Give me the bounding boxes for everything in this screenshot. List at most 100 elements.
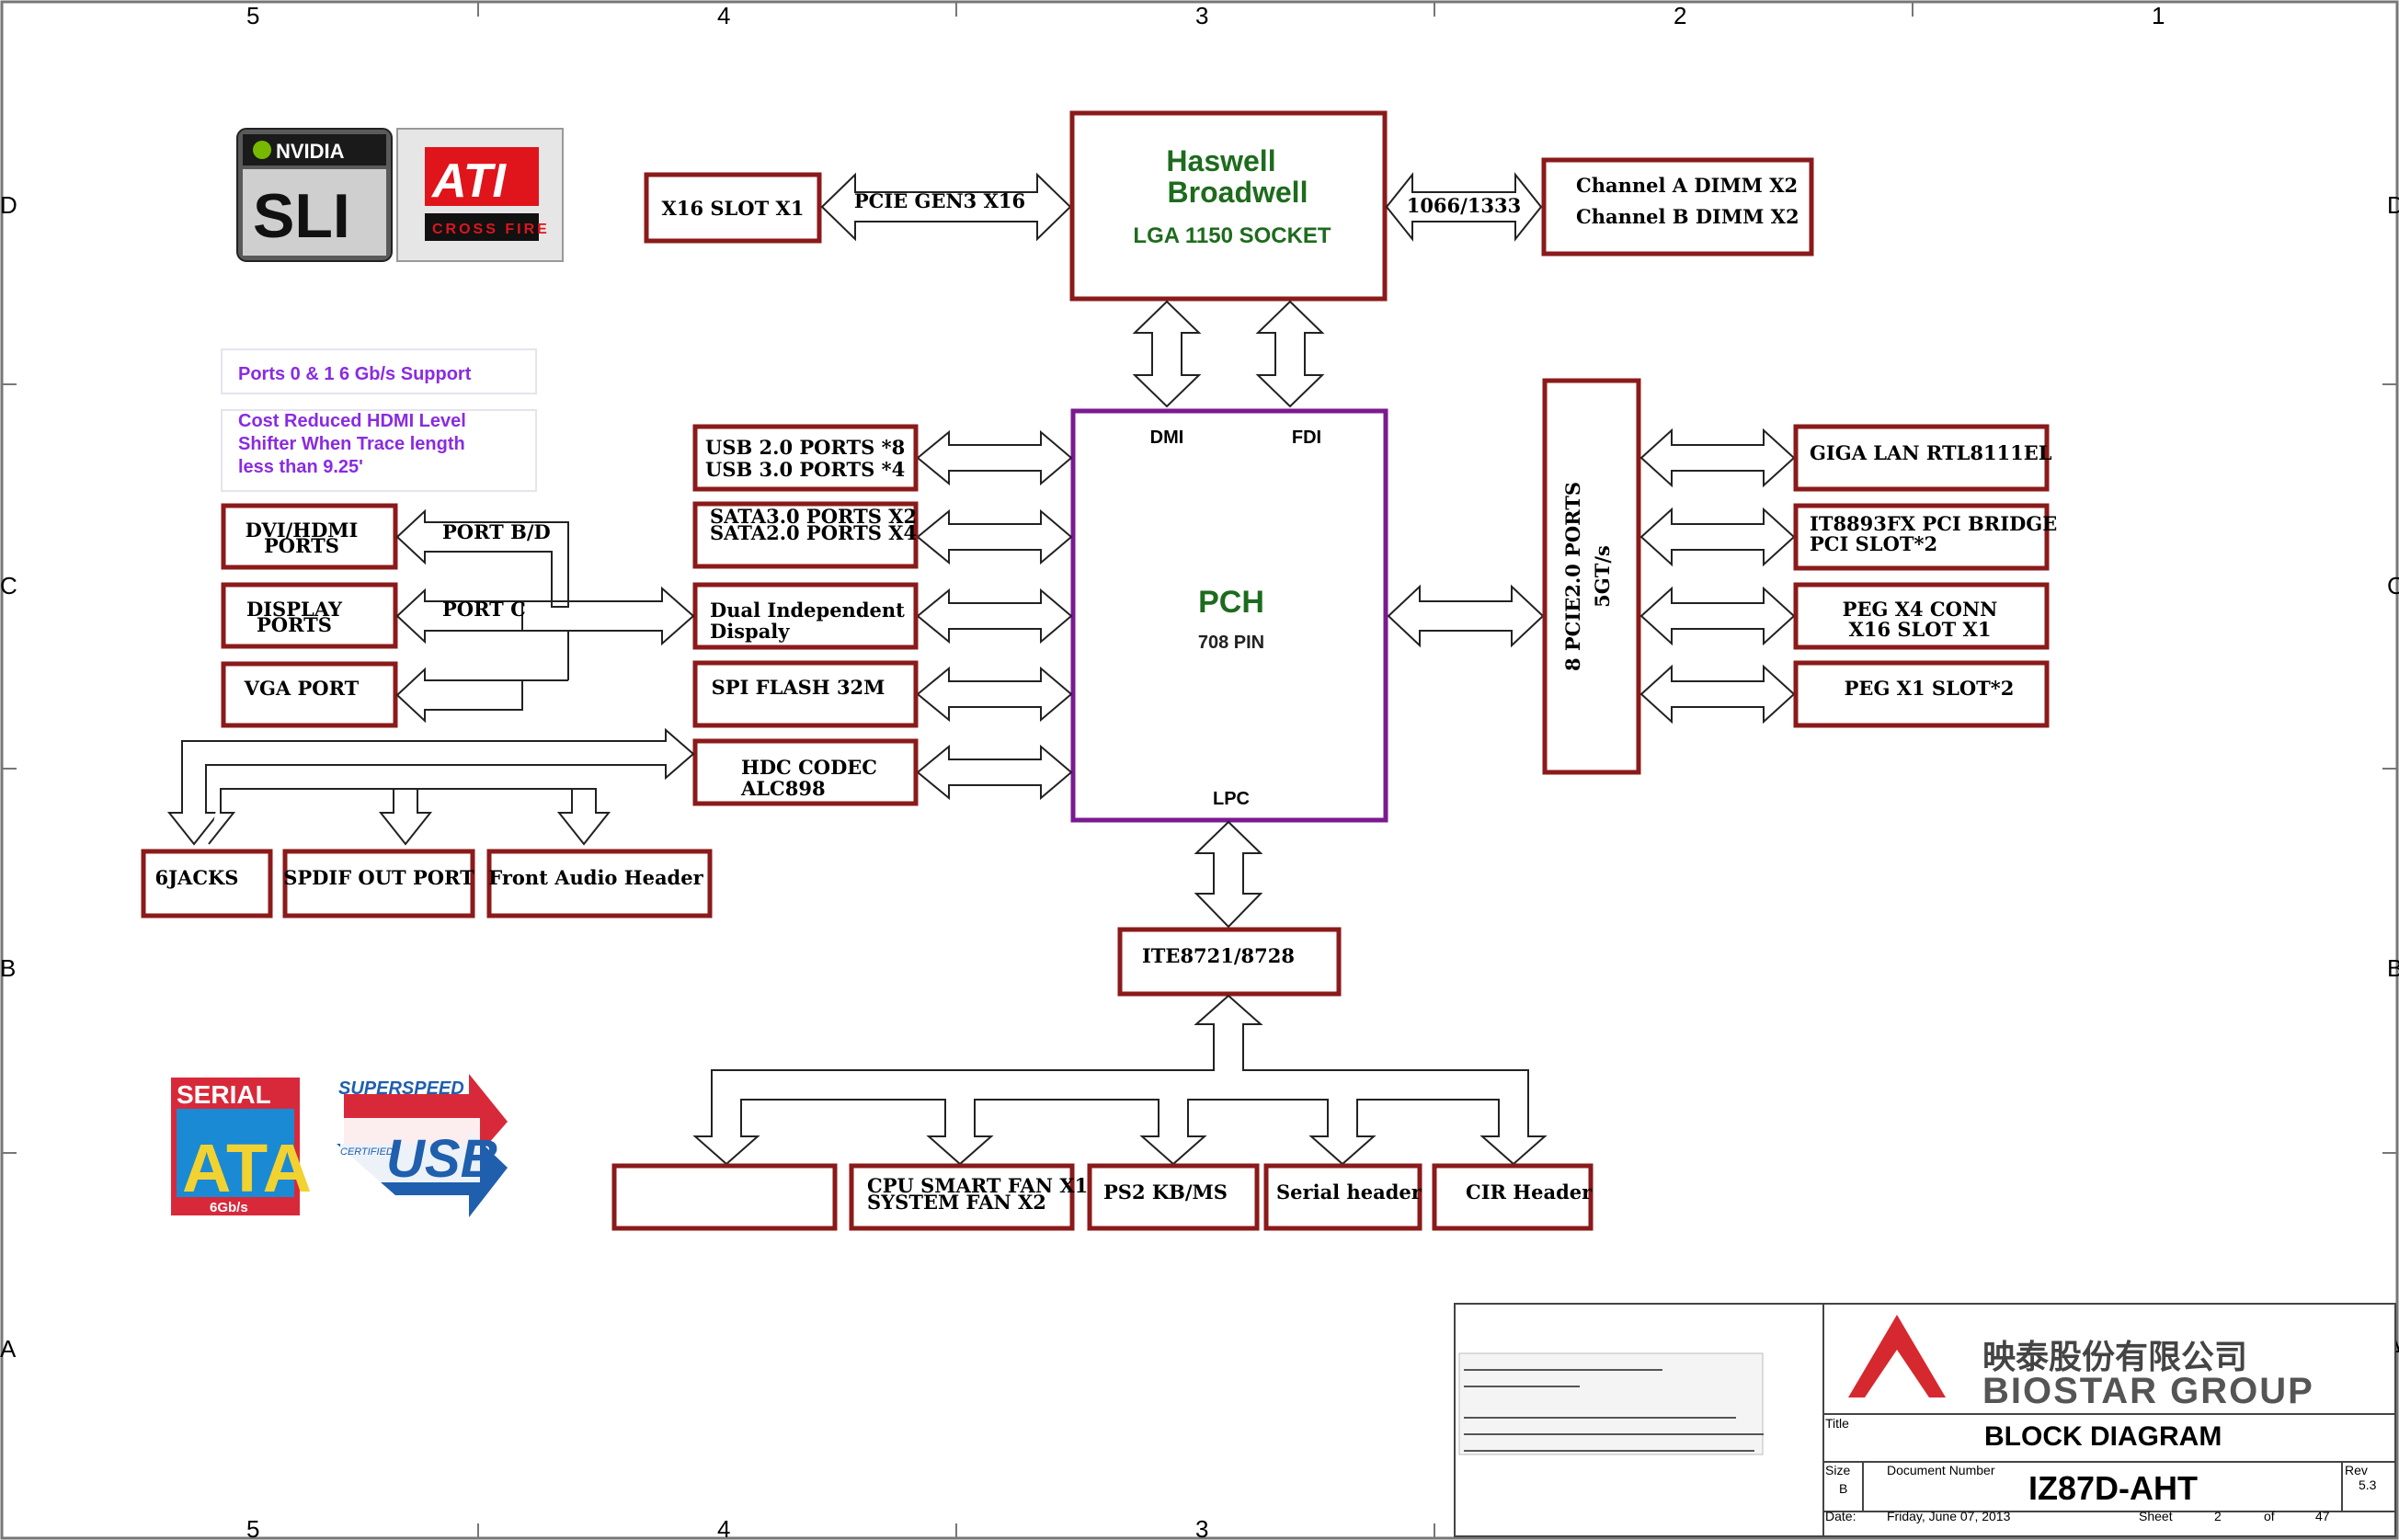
cpu-line1: Haswell — [1166, 144, 1275, 177]
sheet-of-label: of — [2264, 1509, 2275, 1523]
pci-bridge-arrow — [1639, 507, 1796, 567]
dual-display-line2: Dispaly — [710, 620, 790, 643]
zone-left-c: C — [0, 572, 17, 599]
title-block-note-graphic — [1458, 1352, 1764, 1455]
usb-line2: USB 3.0 PORTS *4 — [705, 458, 905, 481]
ps2-label: PS2 KB/MS — [1103, 1181, 1228, 1203]
fan-box — [849, 1163, 1075, 1231]
dimm-channel-b: Channel B DIMM X2 — [1576, 205, 1799, 228]
sata-line2: SATA2.0 PORTS X4 — [710, 521, 917, 544]
pch-fdi-label: FDI — [1292, 428, 1321, 448]
serial-ata-logo: SERIAL ATA 6Gb/s — [171, 1078, 312, 1215]
sheet-total: 47 — [2315, 1509, 2330, 1523]
pcie-gen3-label: PCIE GEN3 X16 — [854, 189, 1025, 212]
superio-fanout-arrow — [692, 994, 1548, 1166]
pch-title: PCH — [1198, 585, 1264, 620]
peg1-box — [1793, 660, 2050, 728]
audio-routing — [166, 727, 695, 846]
title-label: Title — [1825, 1416, 1849, 1431]
sata-note-box — [221, 348, 537, 394]
title-value: BLOCK DIAGRAM — [1984, 1421, 2222, 1452]
zone-right-d: D — [2387, 191, 2399, 219]
rev-value: 5.3 — [2359, 1477, 2377, 1492]
audio-main-arrow — [166, 727, 695, 846]
zone-top-2: 2 — [1674, 2, 1686, 29]
spi-flash-box — [692, 660, 919, 728]
zone-right-b: B — [2387, 954, 2399, 982]
peg4-box — [1793, 582, 2050, 650]
display-ports-line2: PORTS — [257, 613, 332, 636]
port-bd-label: PORT B/D — [442, 520, 551, 543]
hdc-arrow — [916, 744, 1073, 801]
port-c-label: PORT C — [442, 598, 526, 621]
peg1-arrow — [1639, 664, 1796, 724]
sata-arrow — [916, 508, 1073, 565]
usb-logo-top: SUPERSPEED — [338, 1078, 464, 1099]
fan-line1: CPU SMART FAN X1 — [867, 1174, 1088, 1197]
dual-display-arrow — [916, 587, 1073, 645]
pch-pins: 708 PIN — [1198, 633, 1264, 653]
vga-route-arrow — [395, 667, 523, 724]
dimm-box — [1541, 157, 1814, 257]
document-number-value: IZ87D-AHT — [2028, 1469, 2198, 1507]
hdmi-note-line3: less than 9.25' — [238, 457, 363, 477]
peg4-line1: PEG X4 CONN — [1843, 598, 1998, 621]
date-label: Date: — [1825, 1509, 1856, 1523]
hdmi-note-line2: Shifter When Trace length — [238, 434, 465, 454]
ati-crossfire-logo: ATI CROSS FIRE — [396, 128, 564, 262]
zone-top-5: 5 — [246, 2, 259, 29]
bus-to-dual-display — [567, 552, 695, 680]
vga-port-box — [221, 661, 398, 728]
serial-ata-speed: 6Gb/s — [210, 1200, 248, 1215]
front-audio-label: Front Audio Header — [488, 866, 703, 889]
spi-arrow — [916, 666, 1073, 723]
superspeed-usb-logo: SUPERSPEED CERTIFIED USB — [337, 1074, 508, 1217]
zone-left-d: D — [0, 191, 17, 219]
cir-header-box — [1432, 1163, 1594, 1231]
spi-flash-label: SPI FLASH 32M — [712, 676, 885, 699]
zone-top-3: 3 — [1195, 2, 1208, 29]
size-value: B — [1839, 1481, 1847, 1496]
pcie-bus-line1: 8 PCIE2.0 PORTS — [1561, 482, 1584, 671]
x16-slot-label: X16 SLOT X1 — [662, 197, 805, 220]
peg1-label: PEG X1 SLOT*2 — [1845, 677, 2015, 700]
cpu-box — [1069, 110, 1388, 302]
pch-lpc-label: LPC — [1213, 789, 1250, 809]
serial-header-label: Serial header — [1276, 1181, 1422, 1203]
display-routing — [395, 508, 695, 724]
six-jacks-box — [141, 849, 273, 918]
fdi-arrow — [1255, 300, 1325, 408]
memory-speed-label: 1066/1333 — [1407, 194, 1522, 217]
dual-display-box — [692, 582, 919, 650]
dimm-channel-a: Channel A DIMM X2 — [1576, 174, 1798, 197]
pcie-bus-line2: 5GT/s — [1591, 545, 1614, 608]
empty-device-box — [611, 1163, 838, 1231]
usb-arrow — [916, 429, 1073, 486]
zone-top-1: 1 — [2152, 2, 2165, 29]
date-value: Friday, June 07, 2013 — [1887, 1509, 2011, 1523]
usb-box — [692, 424, 919, 492]
lan-label: GIGA LAN RTL8111EL — [1810, 441, 2052, 464]
size-label: Size — [1825, 1463, 1850, 1477]
ps2-box — [1087, 1163, 1260, 1231]
lan-arrow — [1639, 428, 1796, 488]
cpu-socket: LGA 1150 SOCKET — [1133, 223, 1331, 248]
spdif-label: SPDIF OUT PORT — [283, 866, 474, 889]
pci-bridge-line2: PCI SLOT*2 — [1810, 532, 1937, 555]
dvi-hdmi-line2: PORTS — [264, 534, 339, 557]
sheet-value: 2 — [2214, 1509, 2222, 1523]
superio-fanout — [692, 994, 1548, 1166]
pch-box — [1070, 408, 1388, 823]
sli-text: SLI — [253, 181, 350, 251]
rev-label: Rev — [2345, 1463, 2368, 1477]
peg4-line2: X16 SLOT X1 — [1849, 618, 1992, 641]
peg4-arrow — [1639, 586, 1796, 646]
serial-header-box — [1263, 1163, 1422, 1231]
audio-front-branch — [417, 788, 611, 846]
x16-slot-box — [644, 172, 822, 244]
display-ports-line1: DISPLAY — [246, 598, 343, 621]
title-block: 映泰股份有限公司 BIOSTAR GROUP Title BLOCK DIAGR… — [1454, 1303, 2396, 1537]
